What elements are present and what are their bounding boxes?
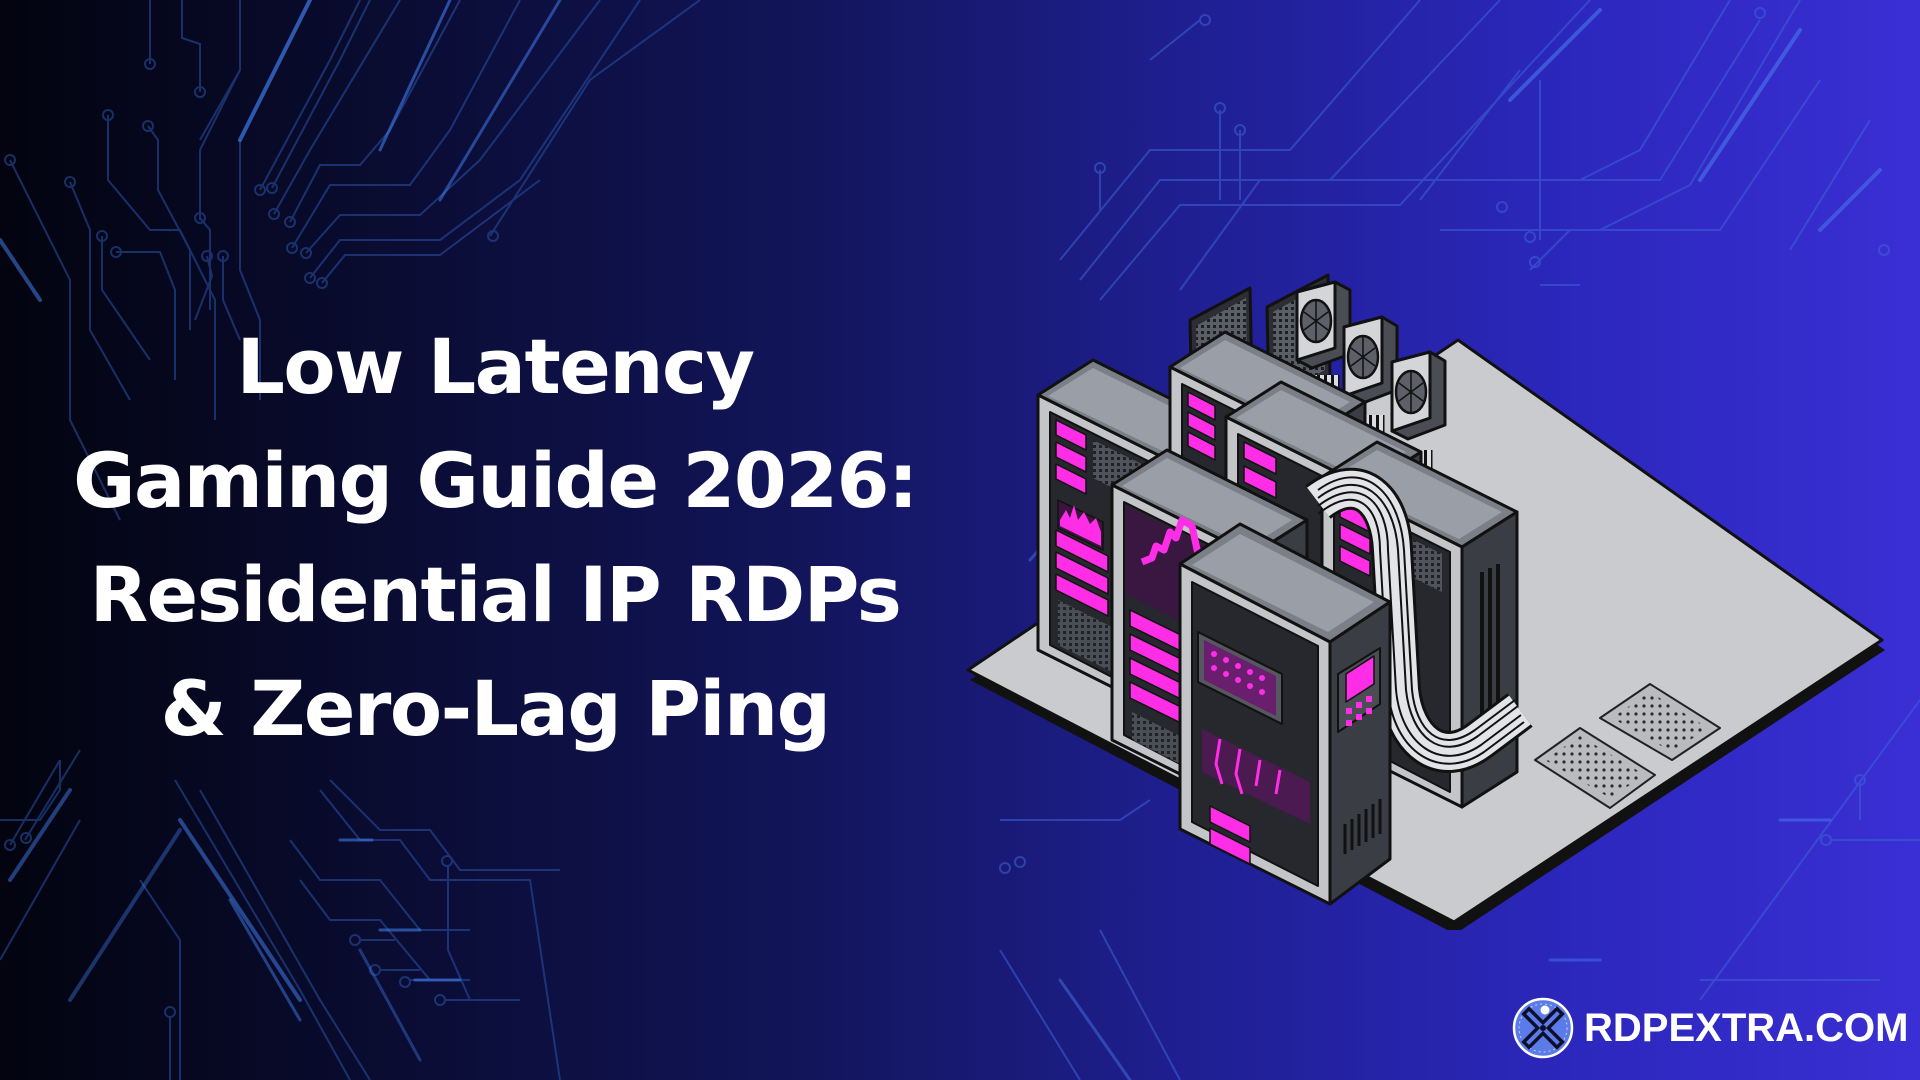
headline-line-1: Low Latency [236, 322, 755, 411]
headline-line-2: Gaming Guide 2026: [73, 436, 918, 525]
server-rack-icon [1178, 522, 1392, 906]
cooling-fans [1295, 280, 1447, 515]
headline: Low Latency Gaming Guide 2026: Residenti… [40, 310, 950, 766]
brand[interactable]: RDPEXTRA.COM [1512, 996, 1908, 1060]
headline-line-3: Residential IP RDPs [89, 550, 902, 639]
brand-name: RDPEXTRA.COM [1584, 1005, 1909, 1050]
server-rack-illustration [966, 273, 1885, 930]
cable-bundle [1305, 467, 1533, 773]
headline-line-4: & Zero-Lag Ping [160, 664, 831, 753]
x-cross-logo-icon [1512, 997, 1574, 1059]
